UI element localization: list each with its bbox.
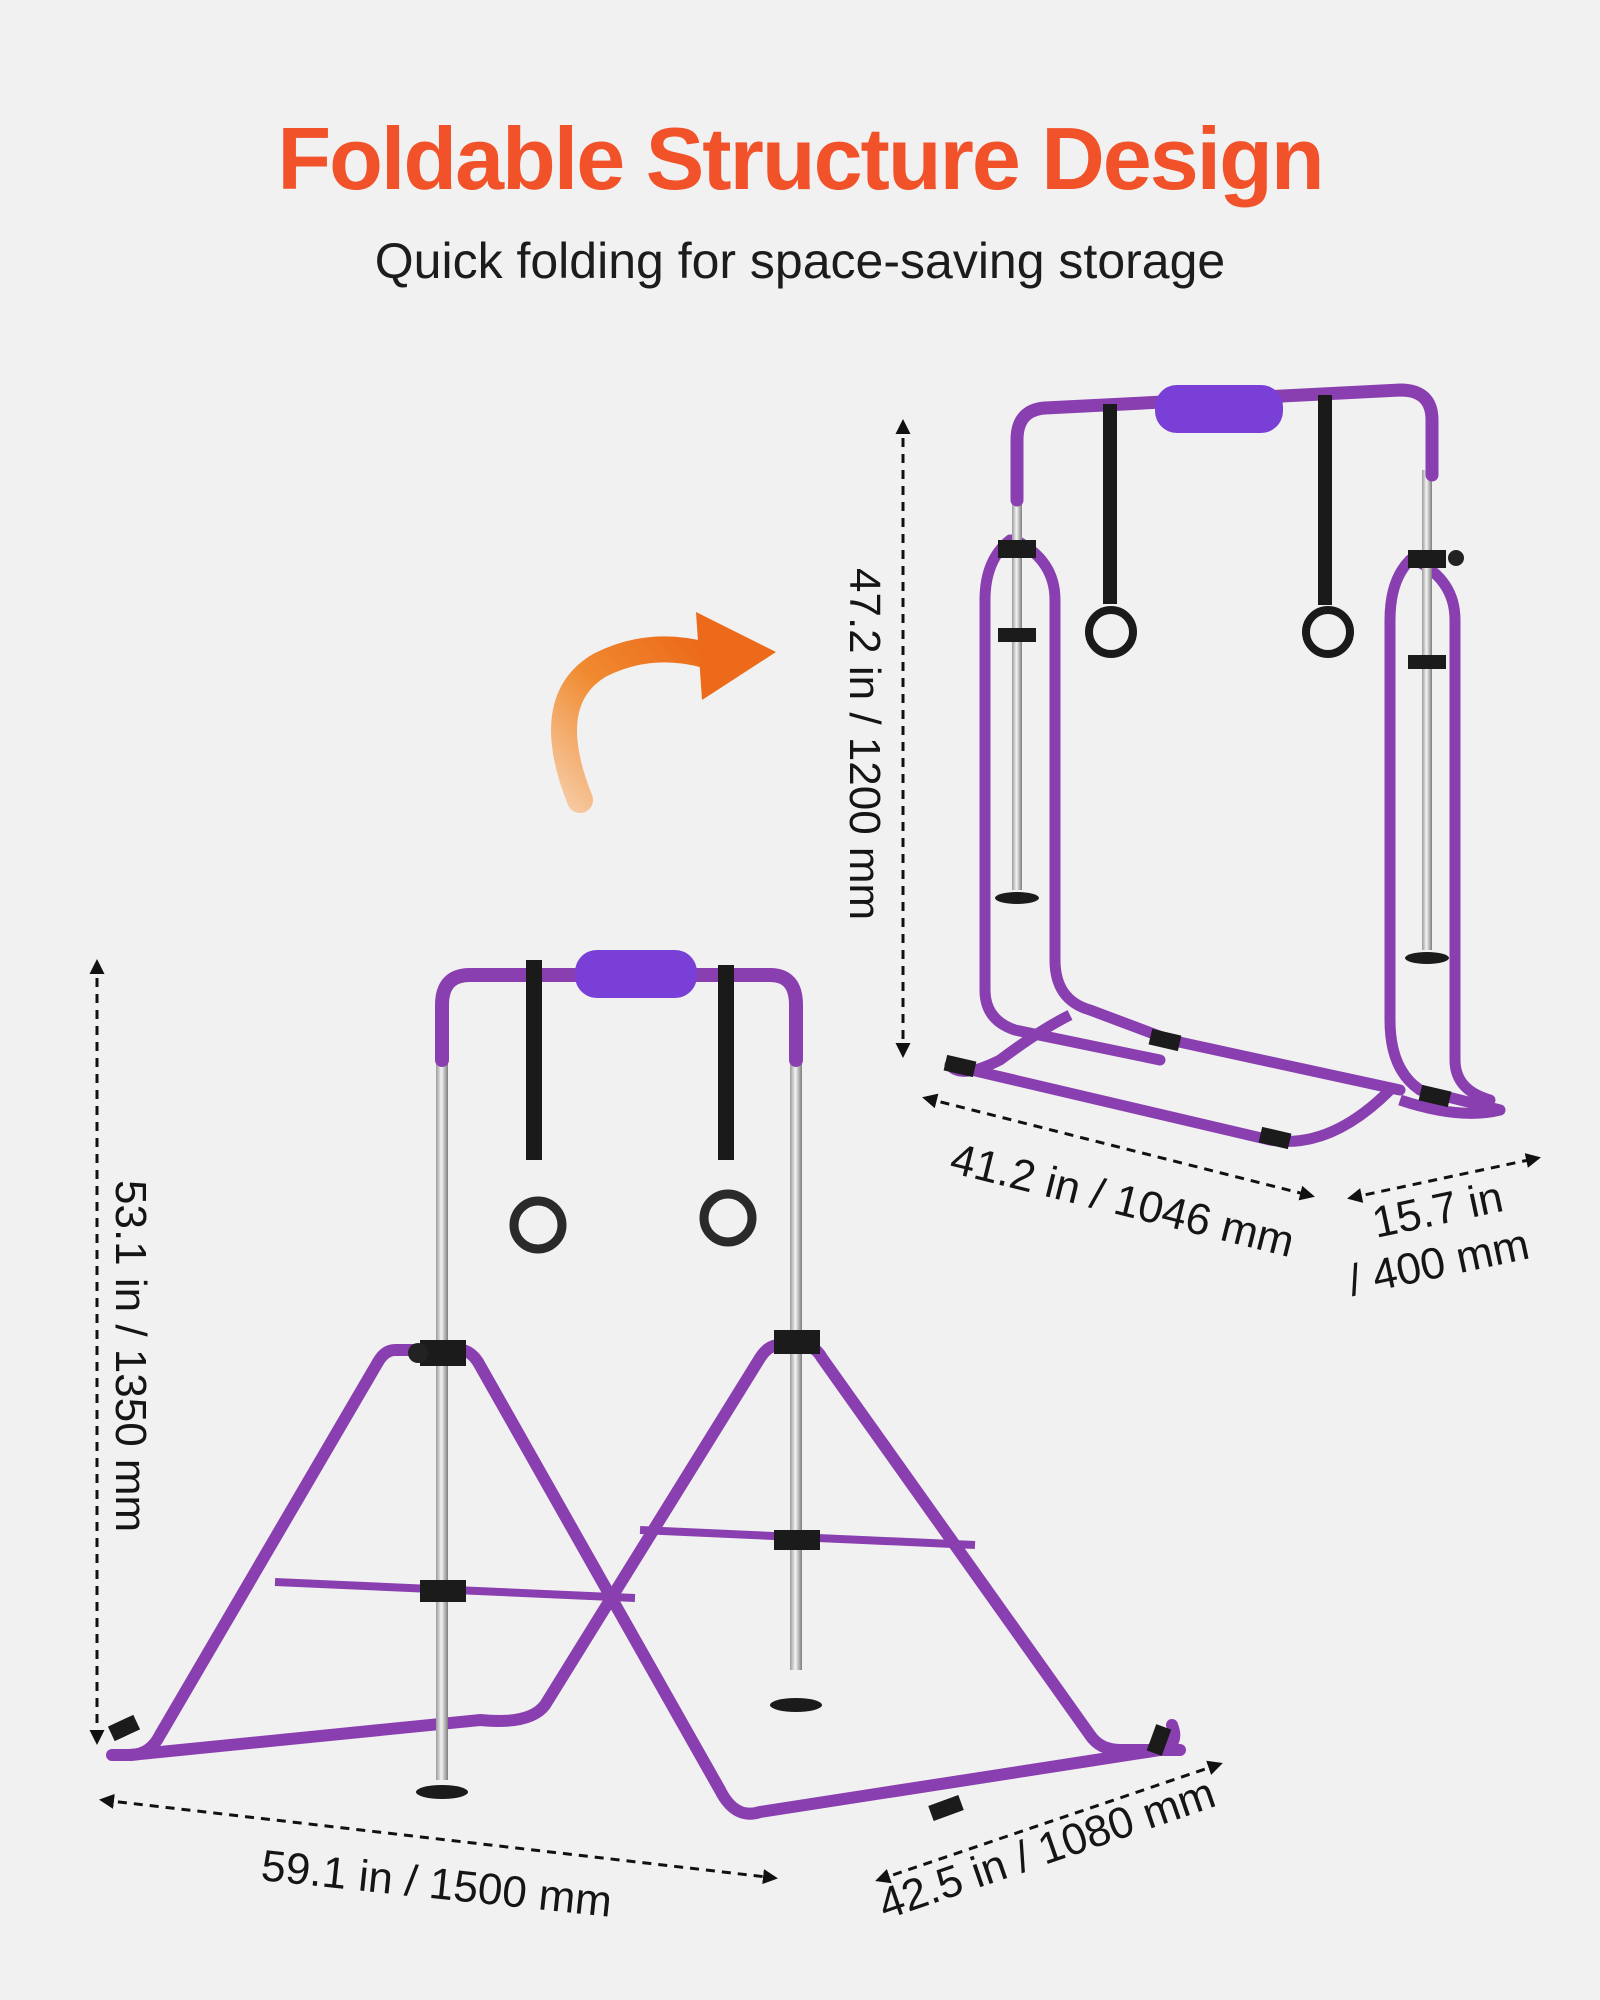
bar-pad-icon — [575, 950, 697, 998]
unfolded-width-dimension — [99, 1793, 778, 1885]
dimension-lines — [89, 419, 1541, 1885]
unfolded-width-label: 59.1 in / 1500 mm — [259, 1841, 614, 1927]
gym-ring-icon — [509, 1196, 567, 1254]
folded-width-label: 41.2 in / 1046 mm — [946, 1134, 1300, 1267]
folded-depth-dimension — [1347, 1153, 1541, 1203]
folded-width-dimension — [922, 1093, 1315, 1201]
subheadline: Quick folding for space-saving storage — [374, 233, 1226, 289]
unfolded-bar — [106, 950, 1186, 1821]
unfolded-height-label: 53.1 in / 1350 mm — [106, 1180, 155, 1532]
folded-bar — [943, 383, 1506, 1150]
gym-ring-icon — [1302, 606, 1354, 658]
gym-ring-icon — [699, 1189, 757, 1247]
unfolded-depth-label: 42.5 in / 1080 mm — [872, 1768, 1221, 1929]
headline: Foldable Structure Design — [277, 109, 1324, 208]
folded-height-label: 47.2 in / 1200 mm — [840, 568, 889, 920]
gym-ring-icon — [1085, 606, 1137, 658]
bar-pad-icon — [1155, 385, 1283, 433]
unfolded-depth-dimension — [875, 1760, 1223, 1884]
fold-arrow-icon — [551, 612, 776, 813]
